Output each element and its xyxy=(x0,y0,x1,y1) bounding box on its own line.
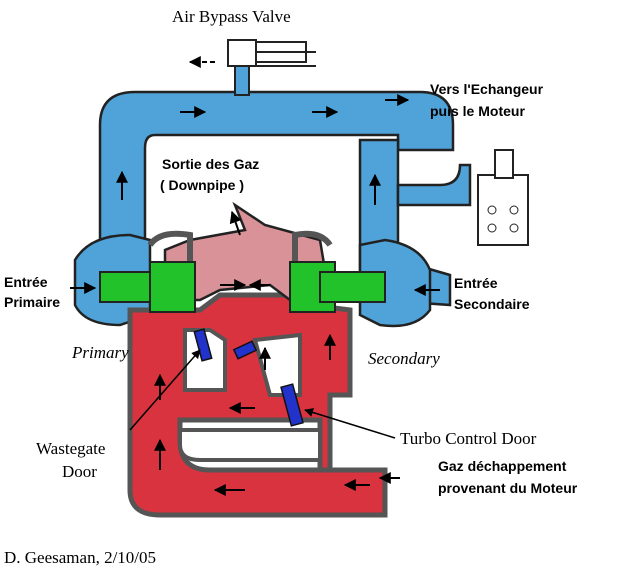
control-doors xyxy=(193,328,304,427)
label-entree-primaire-2: Primaire xyxy=(4,294,60,310)
label-entree-secondaire-1: Entrée xyxy=(454,275,498,291)
label-wastegate-1: Wastegate xyxy=(36,439,105,458)
label-sortie-gaz-1: Sortie des Gaz xyxy=(162,156,259,172)
exhaust-path xyxy=(127,292,388,518)
turbo-control-door xyxy=(280,383,304,427)
label-gaz-echappement-2: provenant du Moteur xyxy=(438,480,578,496)
label-entree-secondaire-2: Secondaire xyxy=(454,296,530,312)
label-entree-primaire-1: Entrée xyxy=(4,274,48,290)
label-air-bypass-valve: Air Bypass Valve xyxy=(172,7,291,26)
label-vers-echangeur-2: puis le Moteur xyxy=(430,103,525,119)
label-vers-echangeur-1: Vers l'Echangeur xyxy=(430,81,544,97)
leader-lines xyxy=(129,349,396,439)
turbine-housings xyxy=(147,230,333,305)
label-gaz-echappement-1: Gaz déchappement xyxy=(438,458,567,474)
intake-flow-arrows xyxy=(116,94,410,205)
credit-text: D. Geesaman, 2/10/05 xyxy=(4,548,156,567)
label-wastegate-2: Door xyxy=(62,462,97,481)
label-primary: Primary xyxy=(71,343,129,362)
wastegate-door xyxy=(193,328,213,362)
air-bypass-valve xyxy=(188,39,316,68)
label-turbo-control-door: Turbo Control Door xyxy=(400,429,537,448)
compressor-shafts xyxy=(99,261,386,313)
label-sortie-gaz-2: ( Downpipe ) xyxy=(160,177,244,193)
inlet-arrows xyxy=(70,210,440,484)
bypass-door xyxy=(232,340,258,360)
label-secondary: Secondary xyxy=(368,349,440,368)
pressure-valve xyxy=(477,149,529,246)
